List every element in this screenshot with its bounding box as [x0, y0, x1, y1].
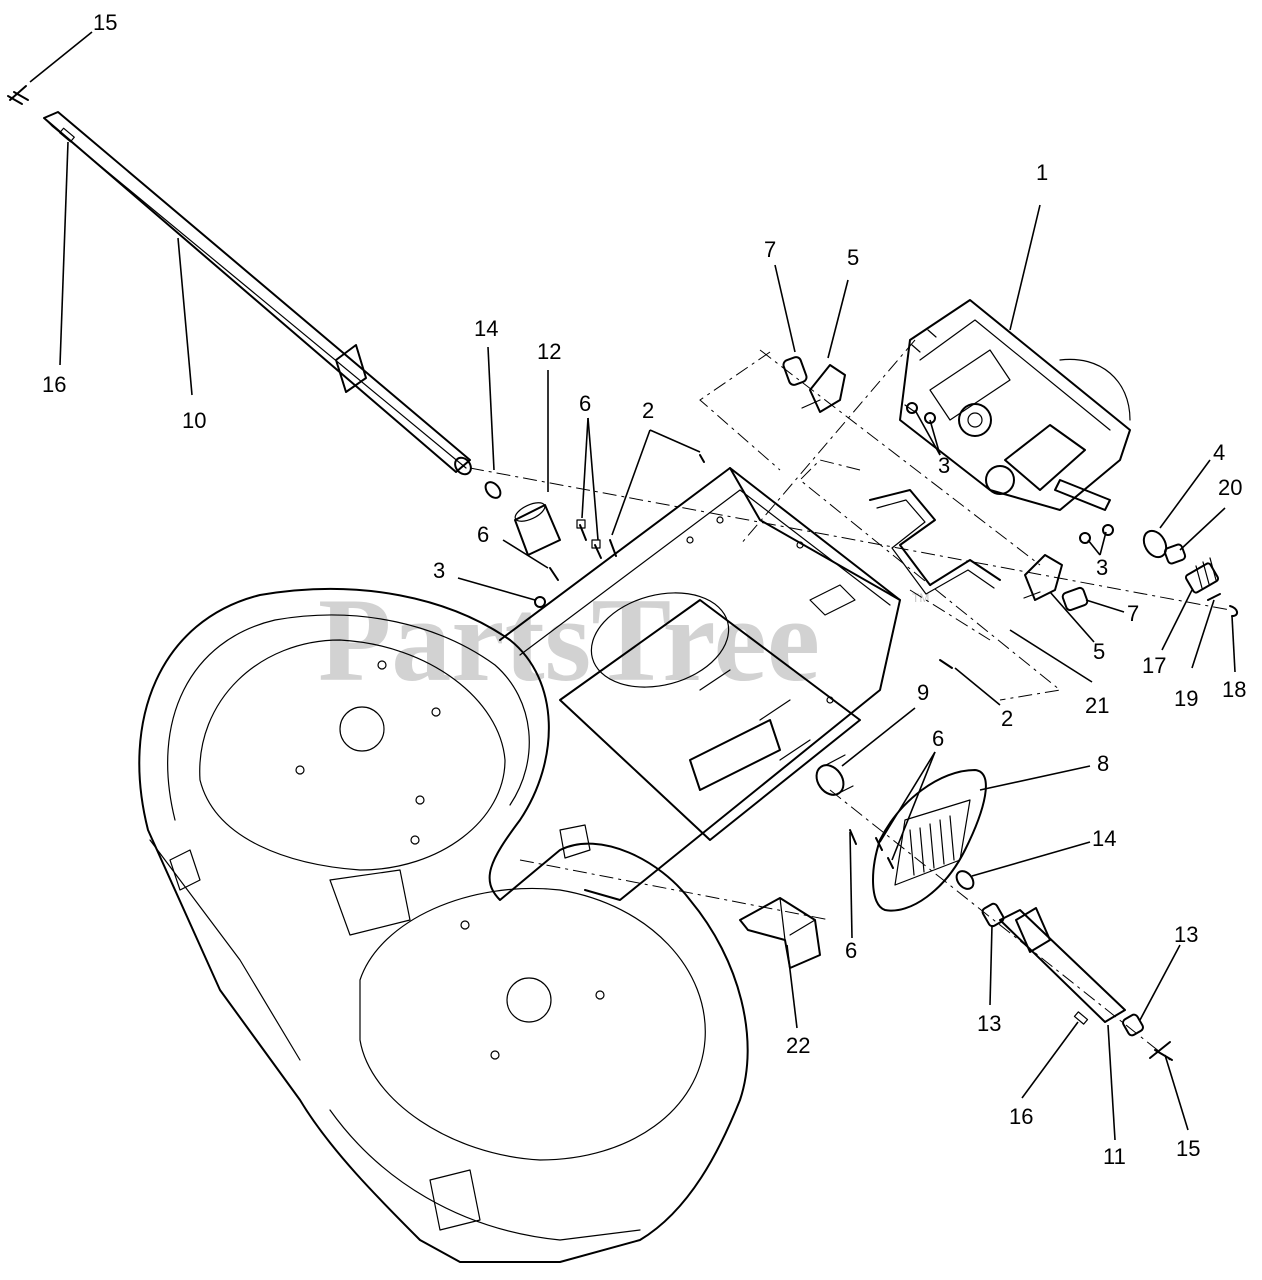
leader-lines — [29, 31, 1236, 1141]
washer-14-top — [484, 481, 502, 499]
bracket-5-top — [801, 364, 846, 413]
bolts-2-upper — [609, 454, 705, 557]
callout-6-left: 6 — [477, 522, 489, 547]
callout-5-right: 5 — [1093, 639, 1105, 664]
nut-3-left — [534, 596, 546, 608]
bolt-2-lower — [939, 659, 953, 669]
callout-1: 1 — [1036, 160, 1048, 185]
washer-14-lower — [955, 870, 975, 890]
upper-shaft — [43, 111, 472, 476]
nuts-3-gearbox — [906, 402, 1114, 544]
callout-3-left: 3 — [433, 558, 445, 583]
callout-3-right: 3 — [1096, 555, 1108, 580]
callout-21: 21 — [1085, 693, 1109, 718]
callout-10: 10 — [182, 408, 206, 433]
callout-13-right: 13 — [1174, 922, 1198, 947]
bolt-6-left — [549, 567, 559, 581]
bolts-6-lower — [849, 829, 894, 869]
bushing-7-right — [1061, 586, 1089, 612]
callout-7-top: 7 — [764, 237, 776, 262]
hitch-pin-bottom — [1149, 1041, 1173, 1061]
lower-shaft — [999, 907, 1126, 1025]
watermark-text: PartsTree — [318, 573, 820, 706]
bushing-13-right — [1122, 1013, 1144, 1037]
bushing-7-top — [782, 356, 808, 386]
gearbox — [899, 299, 1131, 511]
clip-18 — [1229, 605, 1238, 617]
callout-9: 9 — [917, 680, 929, 705]
rod-21 — [869, 489, 1001, 595]
bushing-12 — [514, 502, 561, 556]
hitch-pin-top — [7, 85, 29, 105]
callout-22: 22 — [786, 1033, 810, 1058]
bushing-9 — [815, 754, 854, 796]
washer-4 — [1142, 529, 1168, 559]
callout-6-lower: 6 — [932, 726, 944, 751]
pin-19 — [1207, 593, 1221, 601]
callout-7-right: 7 — [1127, 601, 1139, 626]
callout-14-lower: 14 — [1092, 826, 1116, 851]
bolts-6-upper — [576, 519, 602, 559]
callout-2-upper: 2 — [642, 398, 654, 423]
callout-11: 11 — [1103, 1144, 1126, 1169]
spacer-20 — [1163, 543, 1187, 565]
callout-13-left: 13 — [977, 1011, 1001, 1036]
bushing-13-left — [981, 902, 1005, 928]
bracket-22 — [739, 897, 821, 969]
callout-5-top: 5 — [847, 245, 859, 270]
callout-16-top: 16 — [42, 372, 66, 397]
callout-2-lower: 2 — [1001, 706, 1013, 731]
callout-14-top: 14 — [474, 316, 498, 341]
gear-17 — [1184, 557, 1220, 594]
auger-housing — [138, 587, 749, 1263]
callout-19: 19 — [1174, 686, 1198, 711]
callout-8: 8 — [1097, 751, 1109, 776]
callout-labels: 15 16 10 14 12 6 2 7 5 1 3 4 20 6 3 3 7 … — [42, 10, 1246, 1169]
callout-20: 20 — [1218, 475, 1242, 500]
callout-12: 12 — [537, 339, 561, 364]
chassis-frame — [499, 467, 901, 901]
auger-gear-8 — [872, 769, 987, 912]
callout-4: 4 — [1213, 440, 1225, 465]
callout-17: 17 — [1142, 653, 1166, 678]
assembly-centerlines — [469, 339, 1231, 1061]
callout-16-bottom: 16 — [1009, 1104, 1033, 1129]
callout-3-gearbox: 3 — [938, 453, 950, 478]
callout-15-bottom: 15 — [1176, 1136, 1200, 1161]
callout-6-bottom: 6 — [845, 938, 857, 963]
callout-15-top: 15 — [93, 10, 117, 35]
callout-6-upper: 6 — [579, 391, 591, 416]
callout-18: 18 — [1222, 677, 1246, 702]
